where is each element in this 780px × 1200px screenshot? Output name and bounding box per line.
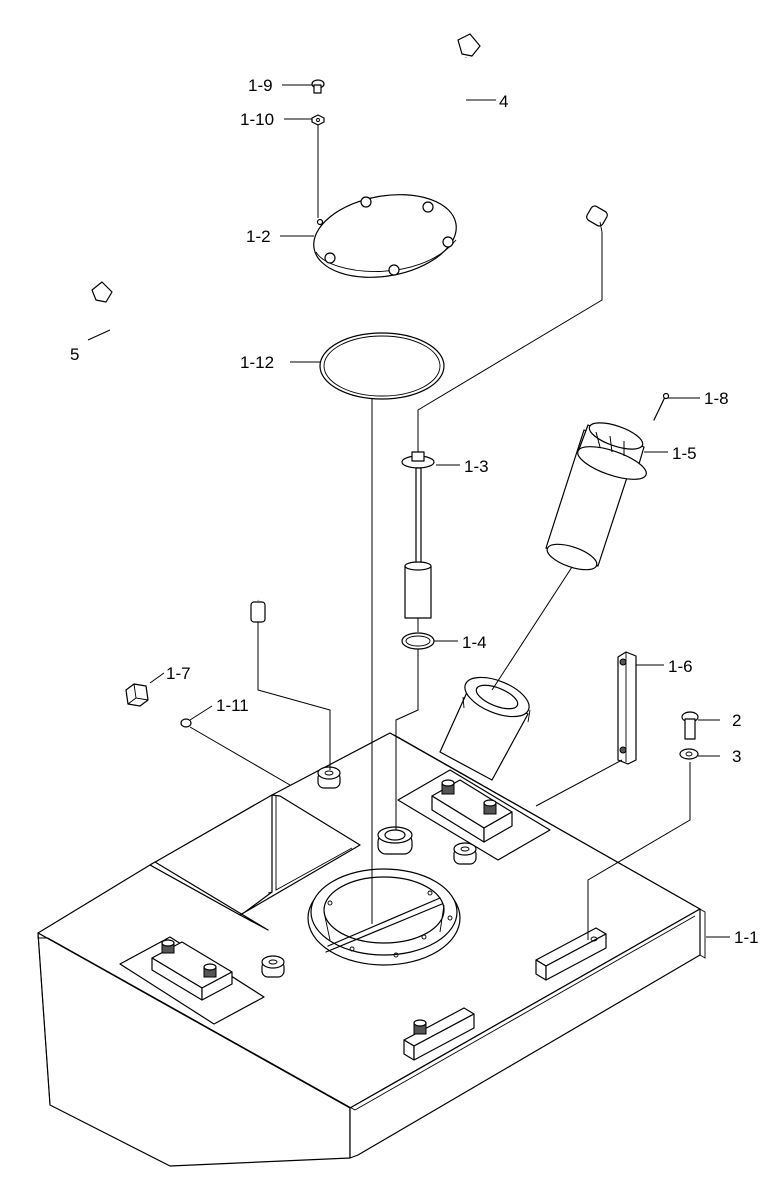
gasket-ring [319,332,445,400]
o-ring [401,632,435,650]
tank-boss-rear [317,766,341,789]
label-3: 3 [732,747,741,766]
tank-boss-center [453,842,477,865]
label-5: 5 [70,345,79,364]
label-1-6: 1-6 [668,657,693,676]
bolt-1-9 [311,79,325,94]
label-4: 4 [499,92,508,111]
plug-cap [125,683,149,707]
tank-opening-ring [307,868,461,966]
label-1-12: 1-12 [240,353,274,372]
label-1-2: 1-2 [246,227,271,246]
label-1-8: 1-8 [704,389,729,408]
mounting-bar [617,651,637,765]
label-1-9: 1-9 [248,76,273,95]
hose-4 [457,33,608,233]
tank-port-ring [377,826,413,855]
washer-1-10 [311,114,325,126]
label-1-1: 1-1 [734,928,759,947]
cover-plate [313,194,457,278]
hose-5 [91,281,266,623]
filler-neck [439,676,531,781]
label-1-5: 1-5 [672,444,697,463]
label-1-3: 1-3 [464,457,489,476]
washer-3 [679,748,699,760]
mounting-pad-left [119,936,265,1025]
mounting-pad-right [397,769,551,861]
screw-1-8 [653,392,670,421]
part-labels: 1-9 1-10 1-2 4 5 1-12 1-8 1-3 1-5 1-4 1-… [70,76,759,947]
small-ring [180,718,192,728]
label-leaders [87,84,730,938]
filler-strainer [545,422,647,571]
label-1-10: 1-10 [240,110,274,129]
label-2: 2 [732,711,741,730]
fuel-sender-unit [401,451,435,619]
label-1-11: 1-11 [216,696,249,715]
assembly-guide-lines [189,232,691,940]
label-1-4: 1-4 [462,633,487,652]
label-1-7: 1-7 [166,664,191,683]
tank-boss-left [261,955,285,978]
bolt-2 [681,711,699,740]
mounting-block-front [403,1007,475,1061]
cover-bolts [316,196,454,276]
